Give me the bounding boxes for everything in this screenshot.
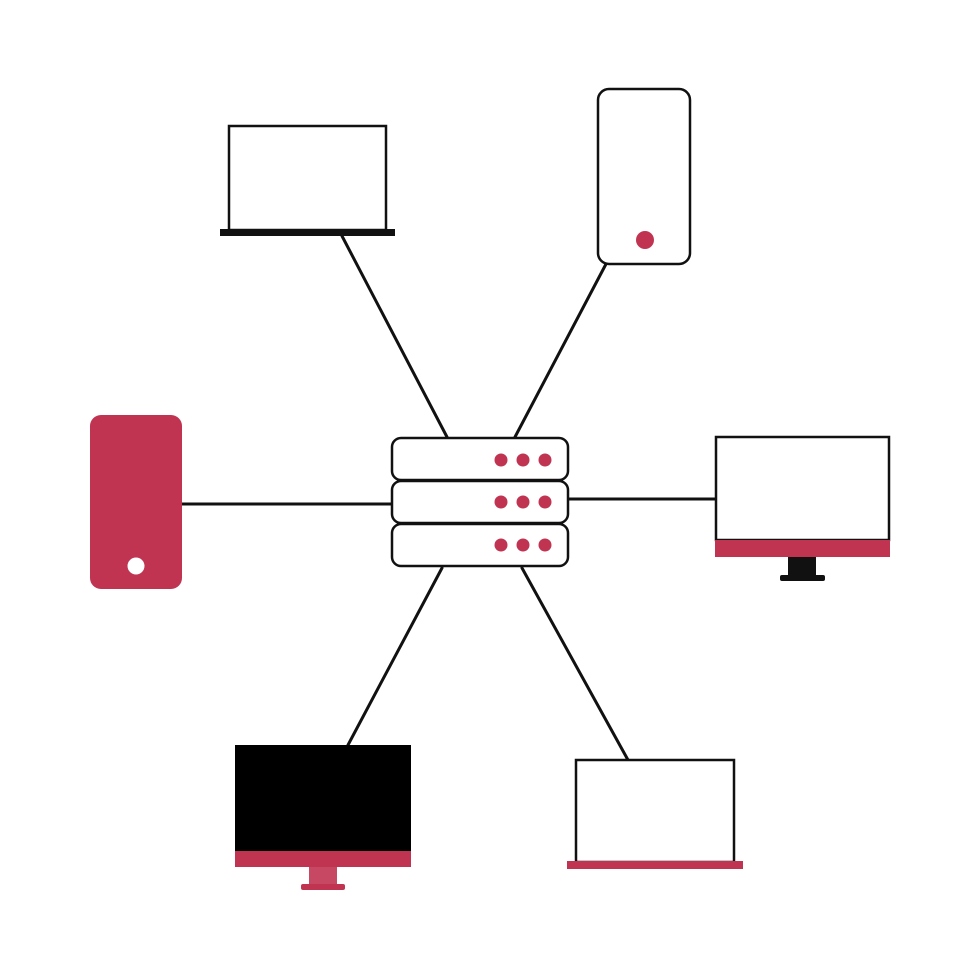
- status-led-icon: [516, 495, 530, 509]
- connections: [180, 234, 718, 762]
- server-unit-1: [390, 436, 570, 482]
- server-rack-icon: [390, 436, 570, 568]
- monitor-icon: [714, 435, 891, 581]
- status-led-icon: [538, 495, 552, 509]
- laptop-accent-icon: [567, 758, 743, 869]
- link-phone-top-right: [513, 262, 608, 439]
- status-led-icon: [494, 453, 508, 467]
- link-monitor-bottom-left: [346, 566, 444, 747]
- status-led-icon: [516, 538, 530, 552]
- link-laptop-bottom-right: [520, 566, 630, 762]
- server-unit-2: [390, 479, 570, 525]
- laptop-icon: [220, 124, 395, 236]
- desktop-tower-icon: [90, 415, 182, 589]
- monitor-dark-icon: [235, 745, 411, 890]
- phone-icon: [596, 87, 692, 266]
- status-led-icon: [538, 453, 552, 467]
- link-laptop-top: [340, 234, 449, 439]
- status-led-icon: [538, 538, 552, 552]
- status-led-icon: [494, 538, 508, 552]
- status-led-icon: [516, 453, 530, 467]
- status-led-icon: [494, 495, 508, 509]
- server-unit-3: [390, 522, 570, 568]
